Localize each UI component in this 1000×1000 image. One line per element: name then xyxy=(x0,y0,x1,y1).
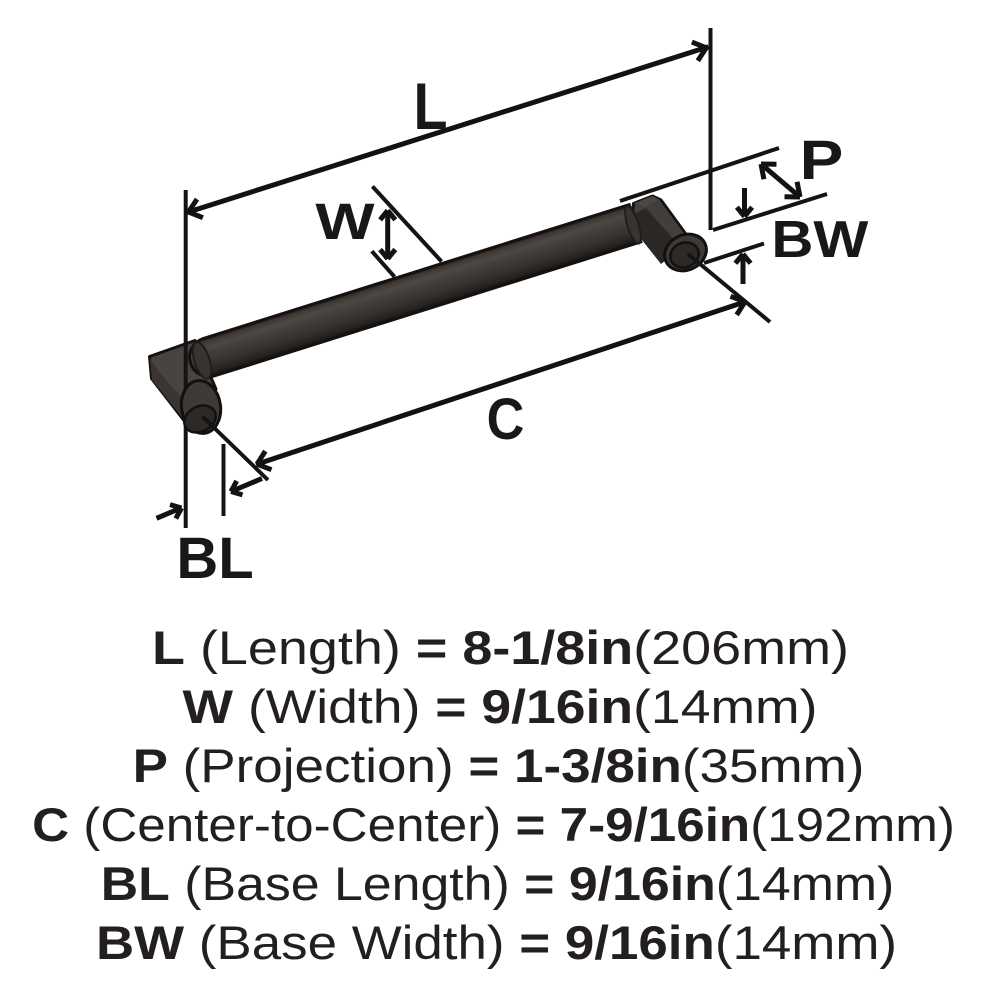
svg-text:BW: BW xyxy=(771,210,869,268)
svg-text:BL (Base Length) = 9/16in(14mm: BL (Base Length) = 9/16in(14mm) xyxy=(101,858,895,910)
svg-text:P (Projection) = 1-3/8in(35mm): P (Projection) = 1-3/8in(35mm) xyxy=(133,740,865,793)
svg-text:W (Width) = 9/16in(14mm): W (Width) = 9/16in(14mm) xyxy=(183,680,818,733)
svg-text:BL: BL xyxy=(176,526,253,591)
svg-text:L (Length) = 8-1/8in(206mm): L (Length) = 8-1/8in(206mm) xyxy=(152,621,849,674)
svg-text:W: W xyxy=(315,194,374,251)
svg-text:C: C xyxy=(487,386,525,451)
svg-text:C (Center-to-Center) = 7-9/16i: C (Center-to-Center) = 7-9/16in(192mm) xyxy=(32,800,955,852)
svg-text:P: P xyxy=(800,128,844,190)
svg-text:BW (Base Width) = 9/16in(14mm): BW (Base Width) = 9/16in(14mm) xyxy=(96,917,897,970)
svg-text:L: L xyxy=(413,70,447,143)
